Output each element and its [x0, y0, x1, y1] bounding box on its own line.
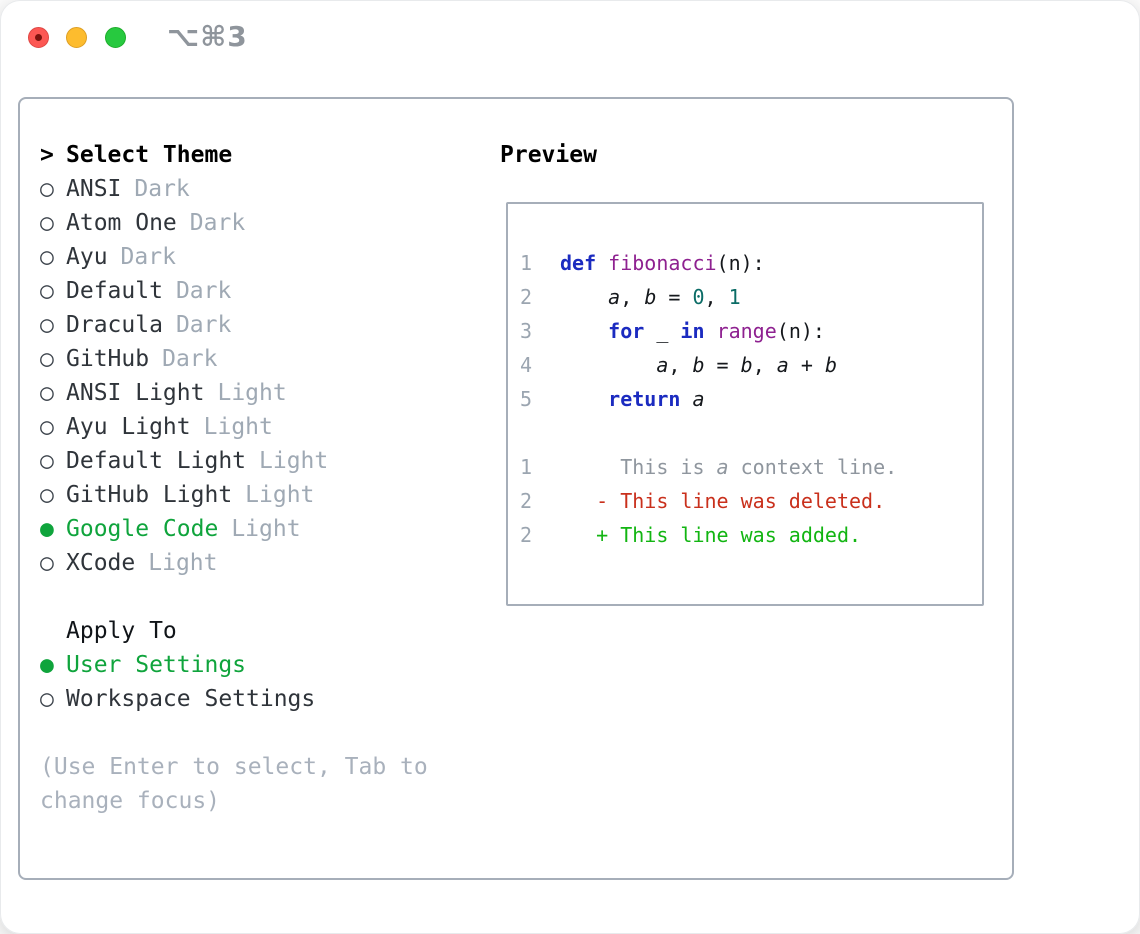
radio-selected-icon: ● — [40, 652, 54, 678]
radio-icon: ○ — [40, 210, 54, 236]
apply-option-workspace-settings[interactable]: ○ Workspace Settings — [40, 682, 490, 716]
theme-option-dracula[interactable]: ○ Dracula Dark — [40, 308, 490, 342]
radio-icon: ○ — [40, 278, 54, 304]
theme-variant-tag: Light — [231, 516, 301, 542]
theme-name: Atom One — [66, 210, 177, 236]
line-number: 1 — [520, 251, 533, 275]
apply-to-heading: Apply To — [40, 614, 490, 648]
theme-variant-tag: Light — [203, 414, 273, 440]
radio-icon: ○ — [40, 482, 54, 508]
theme-name: XCode — [66, 550, 136, 576]
theme-variant-tag: Dark — [120, 244, 176, 270]
radio-icon: ○ — [40, 448, 54, 474]
line-number: 2 — [520, 489, 533, 513]
theme-variant-tag: Dark — [175, 312, 232, 338]
theme-variant-tag: Dark — [175, 278, 232, 304]
theme-option-ayu-light[interactable]: ○ Ayu Light Light — [40, 410, 490, 444]
theme-name: Google Code — [66, 516, 219, 542]
theme-name: Default — [66, 278, 163, 304]
theme-option-atom-one[interactable]: ○ Atom One Dark — [40, 206, 490, 240]
preview-line: 2 a, b = 0, 1 — [520, 280, 972, 314]
theme-option-google-code[interactable]: ● Google Code Light — [40, 512, 490, 546]
preview-line: 1 This is a context line. — [520, 450, 972, 484]
radio-icon: ○ — [40, 686, 54, 712]
theme-option-ayu[interactable]: ○ Ayu Dark — [40, 240, 490, 274]
line-number: 2 — [520, 285, 533, 309]
theme-name: GitHub — [66, 346, 150, 372]
theme-name: GitHub Light — [66, 482, 233, 508]
theme-variant-tag: Light — [217, 380, 287, 406]
select-theme-title: Select Theme — [66, 142, 233, 168]
help-text: (Use Enter to select, Tab to change focu… — [40, 754, 428, 814]
theme-name: Ayu — [66, 244, 108, 270]
radio-icon: ○ — [40, 176, 54, 202]
radio-icon: ○ — [40, 244, 54, 270]
close-window-button[interactable] — [28, 27, 49, 48]
line-number: 2 — [520, 523, 533, 547]
preview-line: 2 - This line was deleted. — [520, 484, 972, 518]
option-label: User Settings — [66, 652, 247, 678]
zoom-window-button[interactable] — [105, 27, 126, 48]
prompt-arrow-icon: > — [40, 142, 54, 168]
window-shortcut-label: ⌥⌘3 — [167, 20, 248, 53]
theme-variant-tag: Dark — [189, 210, 246, 236]
line-number: 5 — [520, 387, 533, 411]
preview-line: 4 a, b = b, a + b — [520, 348, 972, 382]
theme-name: Default Light — [66, 448, 247, 474]
preview-line: 2 + This line was added. — [520, 518, 972, 552]
theme-variant-tag: Dark — [162, 346, 218, 372]
theme-option-github-light[interactable]: ○ GitHub Light Light — [40, 478, 490, 512]
option-label: Workspace Settings — [66, 686, 316, 712]
radio-icon: ○ — [40, 414, 54, 440]
apply-to-title: Apply To — [66, 618, 177, 644]
radio-icon: ○ — [40, 312, 54, 338]
preview-title: Preview — [500, 142, 597, 168]
radio-selected-icon: ● — [40, 516, 54, 542]
theme-name: Dracula — [66, 312, 163, 338]
select-theme-heading: > Select Theme — [40, 138, 490, 172]
theme-name: ANSI — [66, 176, 122, 202]
theme-option-ansi-light[interactable]: ○ ANSI Light Light — [40, 376, 490, 410]
theme-option-default[interactable]: ○ Default Dark — [40, 274, 490, 308]
theme-variant-tag: Dark — [134, 176, 190, 202]
theme-variant-tag: Light — [148, 550, 218, 576]
theme-option-default-light[interactable]: ○ Default Light Light — [40, 444, 490, 478]
apply-option-user-settings[interactable]: ● User Settings — [40, 648, 490, 682]
theme-variant-tag: Light — [245, 482, 315, 508]
line-number: 3 — [520, 319, 533, 343]
theme-option-ansi[interactable]: ○ ANSI Dark — [40, 172, 490, 206]
radio-icon: ○ — [40, 550, 54, 576]
theme-option-xcode[interactable]: ○ XCode Light — [40, 546, 490, 580]
theme-option-github[interactable]: ○ GitHub Dark — [40, 342, 490, 376]
line-number: 1 — [520, 455, 533, 479]
minimize-window-button[interactable] — [66, 27, 87, 48]
preview-line: 3 for _ in range(n): — [520, 314, 972, 348]
radio-icon: ○ — [40, 346, 54, 372]
theme-variant-tag: Light — [259, 448, 329, 474]
radio-icon: ○ — [40, 380, 54, 406]
theme-name: ANSI Light — [66, 380, 205, 406]
apply-to-list: ● User Settings ○ Workspace Settings — [40, 648, 490, 716]
line-number: 4 — [520, 353, 533, 377]
preview-line: 5 return a — [520, 382, 972, 416]
theme-name: Ayu Light — [66, 414, 191, 440]
preview-line — [520, 416, 972, 450]
